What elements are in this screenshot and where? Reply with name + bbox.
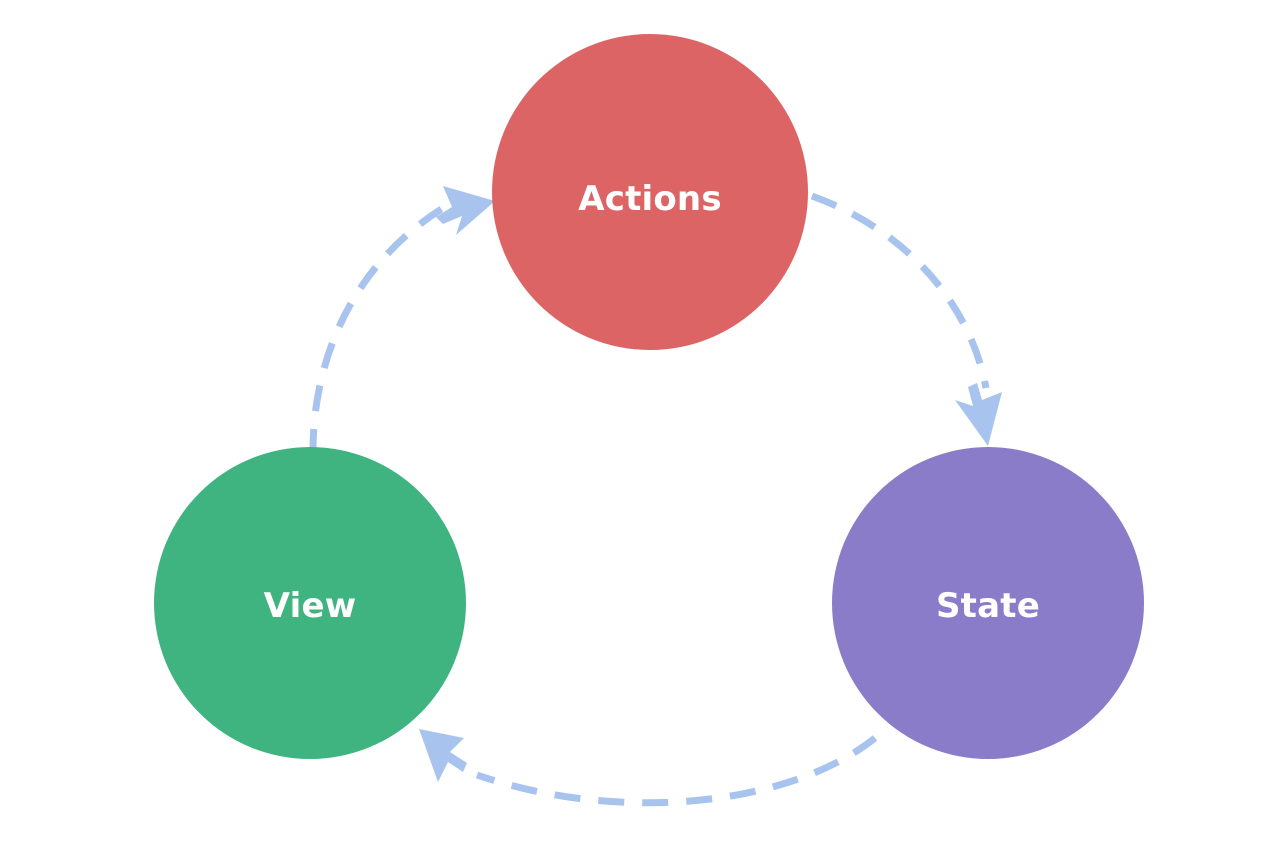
edge-state-to-view[interactable] — [419, 729, 878, 807]
node-state[interactable]: State — [832, 447, 1144, 759]
node-view[interactable]: View — [154, 447, 466, 759]
edge-state-to-view-path — [475, 735, 878, 807]
node-state-circle — [832, 447, 1144, 759]
edge-actions-to-state-arrowhead — [955, 383, 1002, 446]
edge-view-to-actions-path — [309, 205, 445, 456]
edges-layer — [309, 186, 1002, 807]
edge-state-to-view-arrowhead — [419, 729, 467, 782]
node-actions[interactable]: Actions — [492, 34, 808, 350]
edge-view-to-actions-arrowhead — [436, 186, 495, 235]
node-actions-circle — [492, 34, 808, 350]
node-actions-label: Actions — [578, 179, 722, 219]
edge-actions-to-state[interactable] — [810, 192, 1002, 446]
node-view-label: View — [264, 586, 357, 626]
edge-actions-to-state-path — [810, 192, 990, 389]
node-state-label: State — [936, 586, 1040, 626]
edge-view-to-actions[interactable] — [309, 186, 495, 456]
node-view-circle — [154, 447, 466, 759]
nodes-layer: Actions View State — [154, 34, 1144, 759]
